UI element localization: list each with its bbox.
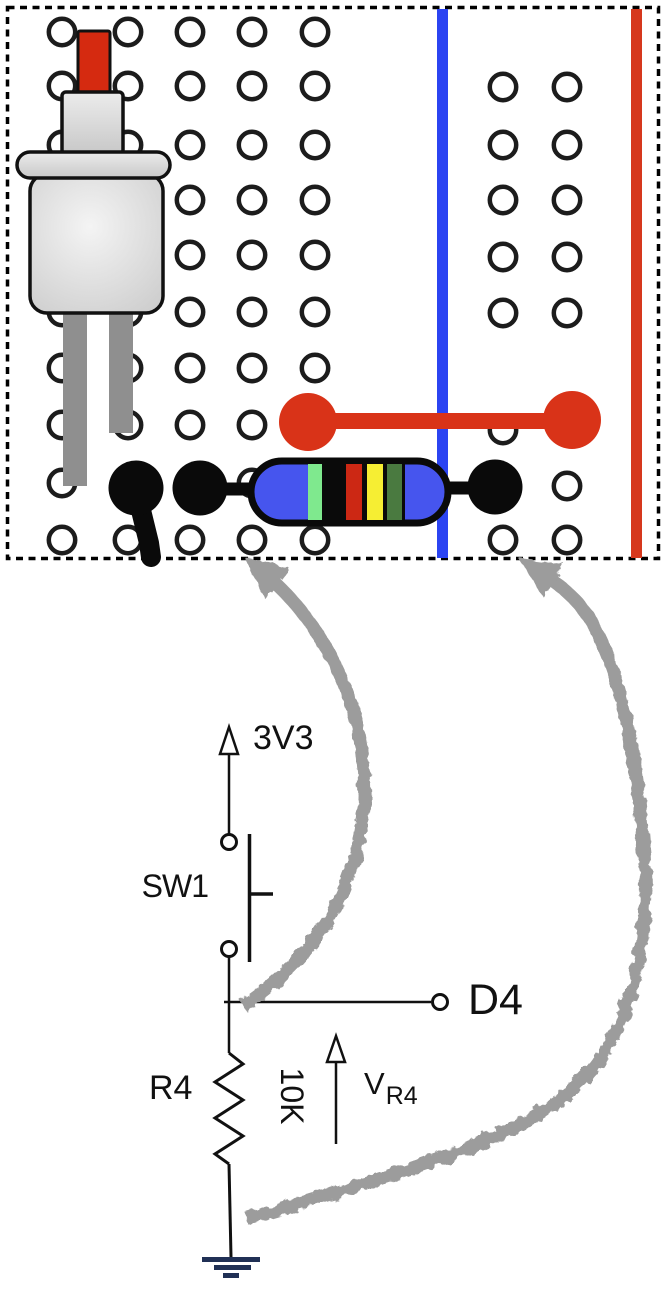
breadboard-hole: [487, 184, 519, 216]
switch-label: SW1: [141, 868, 209, 904]
red-jumper-wire: [279, 391, 601, 451]
breadboard-hole: [236, 352, 268, 384]
resistor-band-4: [387, 464, 402, 520]
breadboard-hole: [236, 129, 268, 161]
breadboard-hole: [299, 239, 331, 271]
pushbutton-leg-right: [109, 300, 133, 433]
resistor-zigzag-symbol: [212, 1051, 246, 1166]
breadboard-hole: [174, 129, 206, 161]
breadboard-hole: [174, 70, 206, 102]
breadboard-hole: [299, 352, 331, 384]
supply-label: 3V3: [253, 719, 314, 757]
breadboard-hole: [299, 16, 331, 48]
breadboard-hole: [487, 241, 519, 273]
breadboard-hole: [487, 297, 519, 329]
breadboard-hole: [299, 524, 331, 556]
schematic: [202, 723, 449, 1278]
breadboard-hole: [236, 16, 268, 48]
breadboard-hole: [487, 129, 519, 161]
pushbutton-collar: [15, 150, 172, 180]
breadboard-hole: [551, 71, 583, 103]
breadboard-hole: [174, 352, 206, 384]
pushbutton-body: [28, 172, 165, 315]
pushbutton-plunger[interactable]: [76, 29, 112, 96]
plugged-hole-dot: [467, 459, 523, 515]
breadboard-hole: [174, 409, 206, 441]
supply-arrow-icon: [218, 723, 240, 834]
voltage-label: VR4: [364, 1066, 418, 1109]
breadboard-hole: [299, 184, 331, 216]
cutout-dashed-border: [5, 5, 661, 561]
resistor-ref-label: R4: [149, 1069, 193, 1107]
arrow-node-to-resistor-left: [239, 556, 371, 1012]
d4-terminal: [431, 993, 449, 1011]
resistor-band-2: [346, 464, 362, 520]
breadboard-hole: [551, 470, 583, 502]
breadboard-hole: [174, 239, 206, 271]
breadboard-hole: [551, 184, 583, 216]
breadboard-hole: [236, 70, 268, 102]
breadboard-hole: [174, 184, 206, 216]
voltage-label-base: V: [364, 1066, 385, 1101]
plugged-hole-dot: [108, 460, 164, 516]
breadboard-hole: [551, 524, 583, 556]
breadboard-hole: [299, 296, 331, 328]
jumper-end-right: [543, 391, 601, 449]
switch-terminal-bottom: [220, 940, 238, 958]
breadboard-hole: [236, 296, 268, 328]
resistor-band-3: [367, 464, 383, 520]
breadboard-hole: [236, 524, 268, 556]
resistor-band-1: [308, 464, 322, 520]
breadboard-hole: [174, 296, 206, 328]
breadboard-hole: [174, 16, 206, 48]
breadboard-hole: [551, 129, 583, 161]
switch-terminal-top: [220, 833, 238, 851]
breadboard-hole: [487, 71, 519, 103]
red-power-rail: [631, 9, 642, 558]
arrow-ground-to-resistor-right: [245, 558, 652, 1226]
resistor-value-label: 10K: [274, 1067, 310, 1125]
pushbutton[interactable]: [15, 29, 172, 486]
breadboard-hole: [551, 241, 583, 273]
breadboard-hole: [174, 524, 206, 556]
breadboard-hole: [236, 239, 268, 271]
breadboard-hole: [236, 184, 268, 216]
breadboard-hole: [112, 16, 144, 48]
jumper-end-left: [279, 393, 337, 451]
breadboard-hole: [46, 524, 78, 556]
breadboard-hole: [46, 16, 78, 48]
breadboard-hole: [487, 524, 519, 556]
breadboard-photo: [5, 5, 661, 567]
pushbutton-leg-left: [63, 300, 87, 486]
vr4-measure-arrow-icon: [325, 1032, 347, 1144]
annotation-arrows: [239, 556, 652, 1226]
blue-power-rail: [437, 9, 448, 558]
plugged-hole-dot: [172, 460, 228, 516]
wire-resistor-to-ground: [227, 1163, 233, 1258]
ground-symbol: [202, 1257, 260, 1278]
breadboard-hole: [236, 409, 268, 441]
breadboard-hole: [299, 70, 331, 102]
gpio-node-label: D4: [468, 976, 523, 1024]
breadboard-hole: [551, 297, 583, 329]
voltage-label-subscript: R4: [385, 1082, 418, 1110]
breadboard-hole: [299, 129, 331, 161]
pushbutton-neck: [60, 90, 125, 156]
